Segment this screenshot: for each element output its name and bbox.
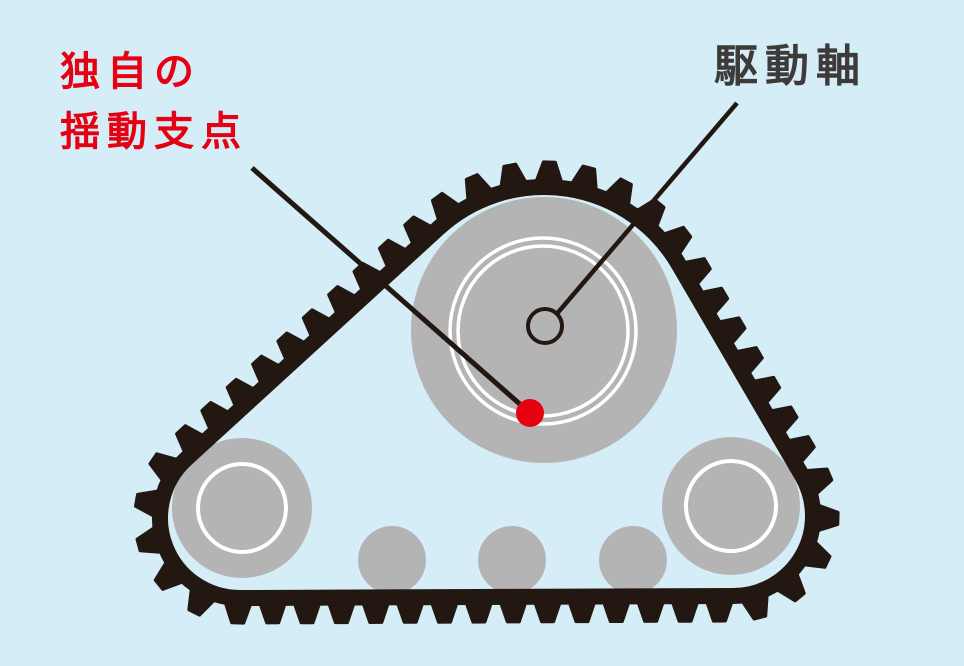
track-tooth [735,346,764,375]
fulcrum-label: 独自の 揺動支点 [60,50,248,154]
track-tooth [805,467,834,495]
track-tooth [803,540,832,569]
drive-shaft-label: 駆動軸 [714,42,867,91]
track-tooth [662,225,693,256]
track-tooth [430,601,459,624]
track-tooth [224,602,253,625]
track-tooth [769,405,799,434]
track-tooth [251,354,281,385]
bottom-roller-2 [478,526,546,594]
track-tooth [187,588,216,617]
track-tooth [327,285,357,315]
track-tooth [276,331,306,361]
fulcrum-dot [516,399,544,427]
fulcrum-leader-line [250,166,532,415]
track-tooth [705,600,734,623]
track-tooth [361,601,390,624]
track-tooth [533,601,562,624]
track-tooth [200,401,230,431]
track-tooth [741,594,769,621]
track-tooth [570,164,598,191]
track-tooth [499,601,528,624]
track-tooth [671,600,699,623]
track-tooth [464,601,493,624]
track-tooth [327,602,356,625]
track-tooth [225,377,256,408]
track-tooth [752,375,782,405]
track-tooth [604,177,633,206]
track-tooth [817,504,840,532]
track-tooth [499,162,528,188]
wheels-group [172,197,800,594]
track-tooth [683,257,712,286]
right-idler-ring [684,459,778,553]
track-tooth [430,191,460,222]
drive-shaft-leader-line [547,101,739,325]
left-idler-ring [196,462,288,554]
track-tooth [258,602,287,625]
track-tooth [602,600,631,623]
track-tooth [717,316,747,345]
track-tooth [700,286,730,316]
track-tooth [567,601,596,624]
track-tooth [464,173,493,201]
track-tooth [403,215,433,245]
track-tooth [787,435,816,464]
track-tooth [301,308,332,338]
track-tooth [776,573,806,603]
track-tooth [636,600,665,623]
drive-shaft-hub [526,307,564,345]
track-tooth [148,452,178,482]
bottom-roller-1 [358,526,426,594]
track-tooth [396,601,425,624]
track-tooth [175,424,205,454]
left-idler-wheel [172,438,312,578]
sprocket-outer-ring [448,236,638,426]
right-idler-wheel [662,437,800,575]
track-teeth-group [134,160,840,625]
track-tooth [293,602,321,625]
track-band [152,179,821,607]
track-tooth [134,489,159,518]
bottom-roller-3 [599,526,667,594]
track-tooth [135,526,162,554]
track-tooth [153,561,184,591]
track-tooth [534,160,563,183]
track-tooth [377,238,408,269]
